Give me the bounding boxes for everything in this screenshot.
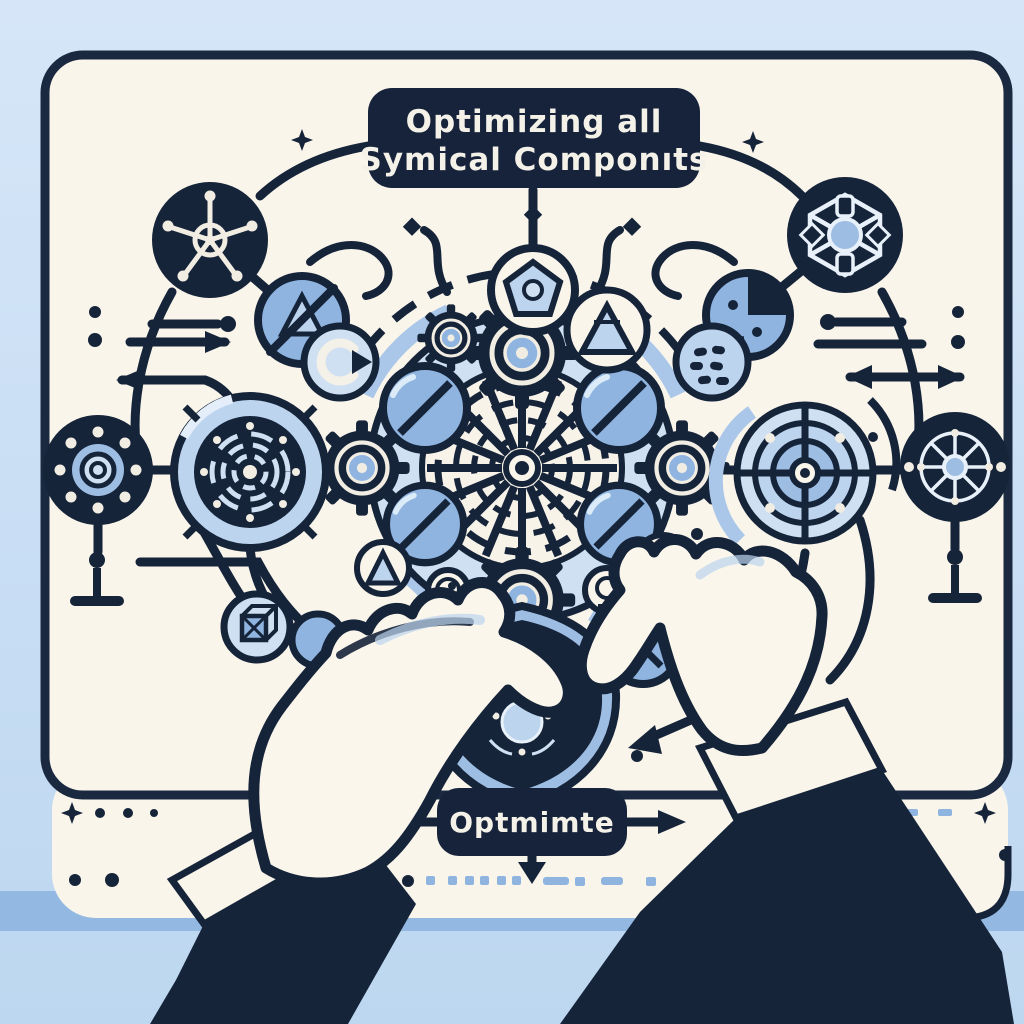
lens-dot-node [43, 415, 153, 525]
gear-small-nw [415, 302, 487, 374]
hub-network-icon [169, 198, 251, 276]
target-dial [708, 397, 901, 545]
right-hand [575, 534, 828, 756]
left-hand [248, 577, 574, 889]
right-sleeve [560, 770, 1014, 1024]
hub-network-node [152, 182, 268, 298]
title-line-1: Optimizing all [406, 104, 663, 140]
dots-badge [672, 322, 752, 402]
speaker-dial [170, 392, 330, 552]
cube-badge [220, 590, 294, 664]
right-cuff [694, 697, 888, 823]
spoke-wheel-node [900, 412, 1010, 522]
right-arm [560, 534, 1014, 1024]
gear-mandala [314, 244, 729, 653]
arrow-heads-and-dots [88, 129, 965, 762]
title-box: Optimizing all Symical Componıts [360, 88, 709, 188]
action-box: Optmimte [378, 770, 686, 884]
title-line-2: Symical Componıts [360, 142, 709, 178]
lattice-web-node [787, 177, 903, 293]
left-arm [150, 577, 574, 1024]
c-badge [300, 322, 380, 402]
arrow-down-into-box-icon [508, 770, 536, 792]
flask-triangle-badge [563, 286, 651, 374]
hex-gear [487, 244, 579, 336]
speaker-rings-icon [209, 431, 291, 513]
triangle-badge-left [354, 539, 412, 597]
action-label: Optmimte [449, 806, 615, 839]
